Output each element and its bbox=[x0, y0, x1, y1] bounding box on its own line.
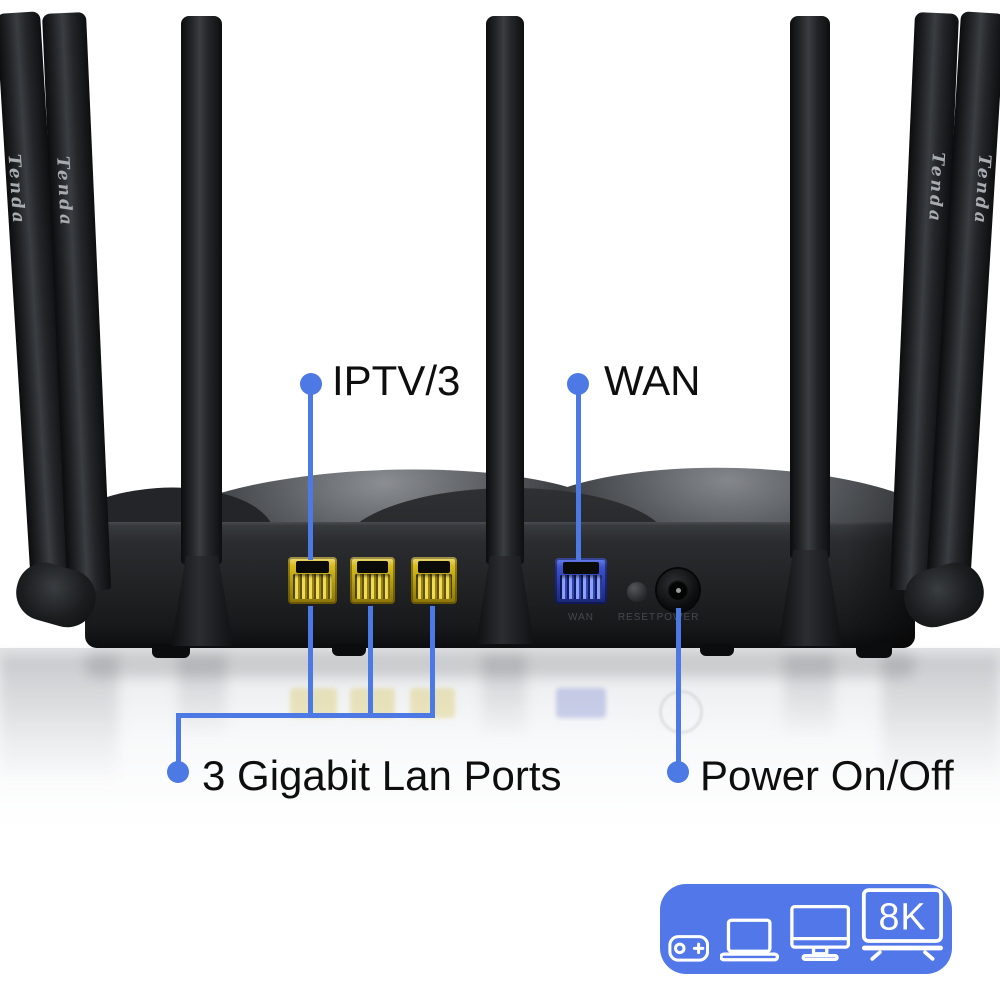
reset-button-label: RESET bbox=[617, 612, 657, 623]
lan-port-3 bbox=[411, 557, 457, 604]
wan-label: WAN bbox=[604, 357, 701, 404]
antenna-reflection-mid-right bbox=[784, 655, 834, 755]
antenna-center bbox=[486, 16, 524, 564]
laptop-icon bbox=[720, 918, 779, 962]
router-foot bbox=[856, 644, 892, 658]
power-callout-dot bbox=[667, 761, 689, 783]
antenna-reflection-left bbox=[0, 655, 118, 805]
lan-callout-dot bbox=[167, 761, 189, 783]
antenna-mid-left bbox=[181, 16, 222, 564]
antenna-reflection-center bbox=[482, 655, 526, 755]
rj45-slot bbox=[295, 561, 330, 573]
wan-port bbox=[555, 558, 607, 604]
lan-port-2 bbox=[350, 557, 395, 604]
rj45-slot bbox=[563, 562, 599, 574]
power-label: Power On/Off bbox=[700, 752, 954, 799]
rj45-pins bbox=[355, 574, 390, 599]
power-jack-pin bbox=[676, 588, 681, 593]
iptv-label: IPTV/3 bbox=[332, 357, 461, 404]
rj45-pins bbox=[293, 574, 332, 599]
gamepad-icon bbox=[668, 935, 710, 962]
lan-port-1 bbox=[288, 557, 337, 604]
antenna-reflection-mid-left bbox=[178, 655, 226, 755]
reset-button bbox=[627, 582, 647, 602]
lan-callout-line-horizontal bbox=[176, 713, 435, 718]
wan-callout-dot bbox=[567, 373, 589, 395]
power-callout-line bbox=[676, 608, 681, 775]
antenna-reflection-right bbox=[882, 655, 1000, 805]
iptv-callout-line bbox=[308, 384, 313, 560]
wan-port-reflection bbox=[556, 688, 606, 718]
router-foot bbox=[700, 644, 734, 656]
iptv-callout-dot bbox=[300, 373, 322, 395]
device-compatibility-badge: 8K bbox=[660, 884, 952, 974]
power-jack-reflection bbox=[659, 690, 703, 734]
tv-8k-icon: 8K bbox=[862, 888, 944, 961]
lan-ports-label: 3 Gigabit Lan Ports bbox=[202, 752, 562, 799]
wan-callout-line bbox=[576, 384, 581, 560]
tv-8k-text: 8K bbox=[879, 896, 927, 938]
rj45-pins bbox=[560, 575, 602, 599]
lan-callout-line-vertical bbox=[176, 713, 181, 775]
rj45-pins bbox=[416, 574, 452, 599]
monitor-icon bbox=[790, 904, 850, 962]
lan-callout-line-3 bbox=[430, 606, 435, 718]
rj45-slot bbox=[357, 561, 388, 573]
rj45-slot bbox=[418, 561, 450, 573]
lan-callout-line-2 bbox=[368, 606, 373, 718]
antenna-mid-right bbox=[790, 16, 830, 558]
lan-callout-line-1 bbox=[308, 606, 313, 718]
router-foot bbox=[332, 644, 366, 656]
wan-port-label: WAN bbox=[568, 612, 594, 623]
body-reflection bbox=[85, 652, 915, 678]
router-foot bbox=[152, 644, 190, 658]
